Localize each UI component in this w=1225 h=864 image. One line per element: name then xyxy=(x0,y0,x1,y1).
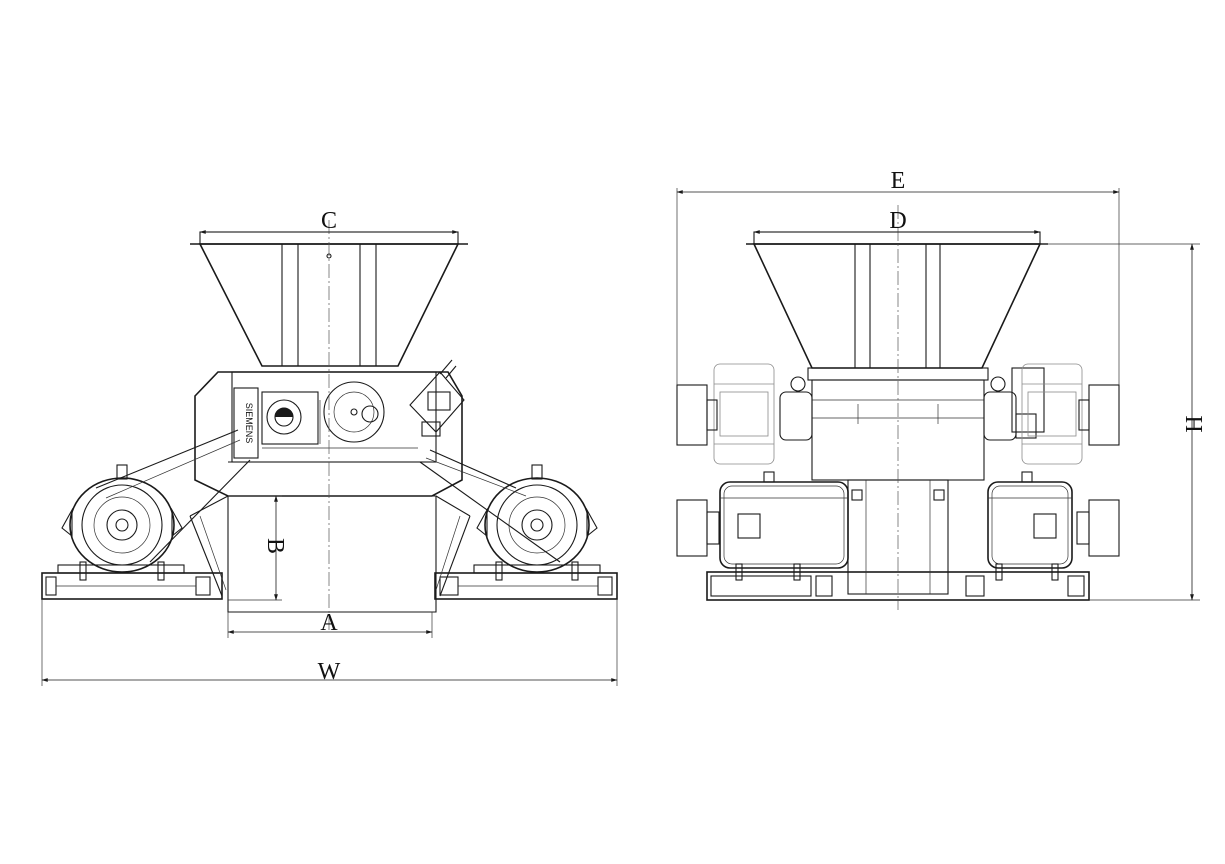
front-drive-belts xyxy=(95,429,561,563)
front-view: SIEMENS xyxy=(41,208,618,686)
gearbox-nameplate: SIEMENS xyxy=(244,403,254,444)
label-E: E xyxy=(891,168,906,194)
dimension-W: W xyxy=(41,599,618,686)
dimension-E: E xyxy=(676,168,1120,385)
label-W: W xyxy=(318,659,341,685)
dimension-H: H xyxy=(1040,243,1206,601)
dimension-D: D xyxy=(753,208,1041,234)
side-gearbox-left xyxy=(713,363,775,465)
side-shaft-bearings xyxy=(779,367,1045,441)
front-base-frame xyxy=(41,572,618,600)
dimension-C: C xyxy=(199,208,459,234)
side-hopper xyxy=(746,231,1048,369)
front-right-motor xyxy=(473,464,601,581)
dimension-B: B xyxy=(228,495,288,601)
side-motor-right xyxy=(987,471,1073,581)
side-gearbox-right xyxy=(1021,363,1083,465)
side-base-frame xyxy=(706,571,1090,601)
label-D: D xyxy=(889,208,906,234)
side-pulleys xyxy=(676,384,1120,557)
side-view: E D H xyxy=(676,168,1206,610)
label-A: A xyxy=(320,610,338,636)
label-C: C xyxy=(321,208,337,234)
belt-tensioner xyxy=(409,359,465,437)
front-left-motor xyxy=(57,464,185,581)
dimension-A: A xyxy=(227,610,433,638)
label-H: H xyxy=(1180,415,1206,432)
label-B: B xyxy=(262,538,288,554)
front-shredder-body: SIEMENS xyxy=(189,359,471,613)
side-motor-left xyxy=(719,471,849,581)
